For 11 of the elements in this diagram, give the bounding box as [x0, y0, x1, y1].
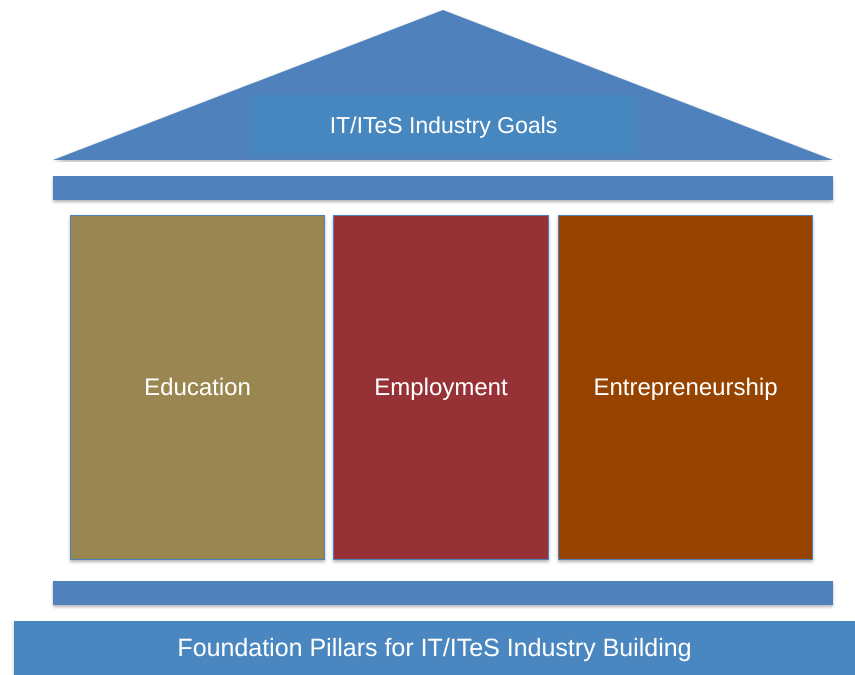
- pillar-label: Education: [144, 374, 251, 402]
- pillar-label: Entrepreneurship: [593, 374, 778, 402]
- pillar-box: [70, 215, 325, 560]
- roof-label: IT/ITeS Industry Goals: [250, 95, 637, 155]
- pillar-label: Employment: [374, 374, 508, 402]
- beam-bar: [53, 176, 833, 200]
- pillar-box: [333, 215, 549, 560]
- foundation-label: Foundation Pillars for IT/ITeS Industry Building: [177, 634, 692, 662]
- foundation-bar: [14, 621, 855, 675]
- beam-bar: [53, 581, 833, 605]
- pillar-box: [558, 215, 813, 560]
